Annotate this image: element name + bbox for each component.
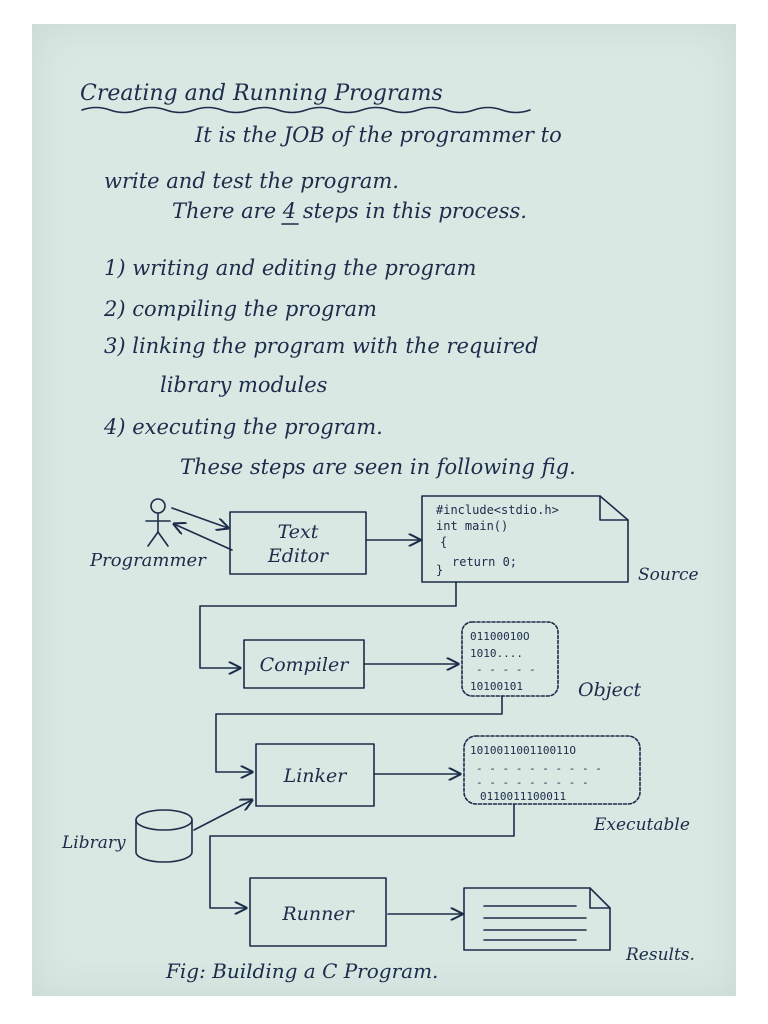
text-editor-label-2: Editor	[267, 545, 330, 567]
source-label: Source	[638, 565, 699, 585]
runner-label: Runner	[281, 903, 355, 925]
compiler-label: Compiler	[260, 654, 351, 676]
step-1: 1) writing and editing the program	[104, 256, 476, 280]
library-database-icon	[135, 809, 193, 863]
note-title: Creating and Running Programs	[80, 81, 443, 106]
title-underline	[81, 106, 531, 114]
intro-line-1: It is the JOB of the programmer to	[194, 123, 562, 147]
object-bits-3: - - - - -	[476, 663, 536, 676]
programmer-to-editor-arrow	[171, 507, 228, 528]
executable-bits-4: 0110011100011	[480, 790, 566, 803]
library-label: Library	[61, 833, 126, 853]
source-code-line-1: #include<stdio.h>	[436, 503, 559, 517]
figure-caption: Fig: Building a C Program.	[165, 959, 438, 983]
notebook-page	[32, 24, 736, 996]
executable-label: Executable	[593, 815, 690, 835]
object-bits-2: 1010....	[470, 647, 523, 660]
step-4: 4) executing the program.	[103, 415, 383, 439]
step-count: 4	[282, 199, 296, 223]
source-code-line-3: {	[440, 535, 447, 549]
source-code-line-4: return 0;	[452, 555, 517, 569]
source-document-icon	[421, 495, 629, 583]
executable-bits-2: - - - - - - - - - -	[476, 762, 602, 775]
executable-bits-3: - - - - - - - - -	[476, 776, 589, 789]
text-editor-box	[229, 511, 367, 575]
linker-label: Linker	[283, 765, 349, 787]
editor-to-programmer-arrow	[174, 524, 233, 551]
step-2: 2) compiling the program	[103, 297, 377, 321]
source-to-compiler-connector	[199, 581, 457, 668]
figure-intro: These steps are seen in following fig.	[180, 455, 576, 479]
executable-file-box	[463, 735, 641, 805]
linker-box	[255, 743, 375, 807]
intro-line-3: There are 4 steps in this process.	[172, 199, 527, 223]
object-file-box	[461, 621, 559, 697]
library-to-linker-arrow	[193, 800, 252, 831]
object-to-linker-connector	[215, 695, 503, 772]
step-3-continued: library modules	[160, 373, 328, 397]
object-bits-1: 01100010O	[470, 630, 530, 643]
source-code-line-5: }	[436, 563, 443, 577]
results-document-icon	[463, 887, 611, 951]
executable-to-runner-connector	[209, 803, 515, 908]
object-label: Object	[578, 679, 642, 701]
object-bits-4: 10100101	[470, 680, 523, 693]
results-label: Results.	[625, 945, 695, 965]
source-code-line-2: int main()	[436, 519, 508, 533]
text-editor-label-1: Text	[278, 521, 319, 543]
executable-bits-1: 101001100110011O	[470, 744, 576, 757]
intro-line-2: write and test the program.	[104, 169, 399, 193]
programmer-label: Programmer	[89, 550, 207, 571]
step-3: 3) linking the program with the required	[104, 334, 539, 358]
runner-box	[249, 877, 387, 947]
programmer-stick-figure-icon	[145, 498, 171, 547]
